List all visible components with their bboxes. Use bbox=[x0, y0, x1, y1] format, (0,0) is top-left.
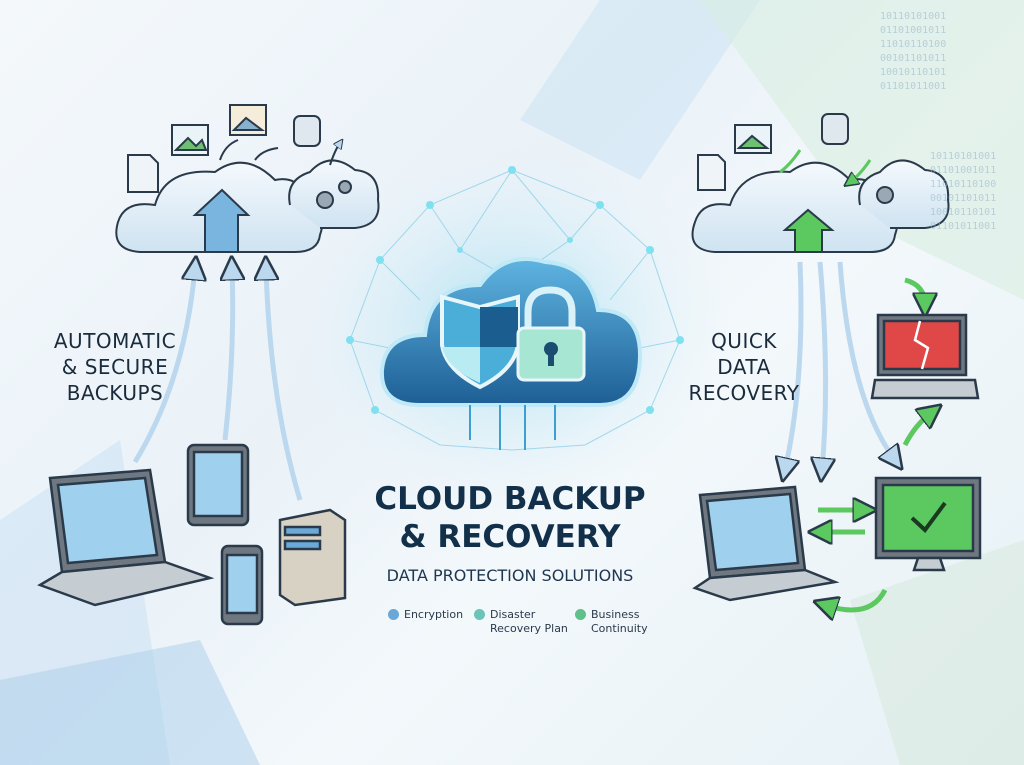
backup-label-line: & SECURE bbox=[61, 355, 169, 379]
binary-pattern: 10110101001 01101001011 11010110100 0010… bbox=[880, 11, 947, 92]
gear-icon bbox=[876, 186, 894, 204]
recovery-label-line: QUICK bbox=[711, 329, 777, 353]
healthy-monitor-icon bbox=[874, 476, 982, 572]
check-circle-icon bbox=[474, 609, 485, 620]
recovery-label: QUICK DATA RECOVERY bbox=[684, 328, 804, 406]
recovery-label-line: DATA bbox=[717, 355, 771, 379]
upload-arrows bbox=[132, 268, 303, 501]
right-devices bbox=[692, 313, 982, 602]
restore-arrows bbox=[785, 261, 932, 610]
check-circle-icon bbox=[388, 609, 399, 620]
main-title: CLOUD BACKUP & RECOVERY bbox=[360, 480, 660, 556]
gear-icon bbox=[316, 191, 334, 209]
network-nodes bbox=[346, 166, 684, 414]
binary-pattern: 10110101001 01101001011 11010110100 0010… bbox=[930, 151, 997, 232]
broken-monitor-icon bbox=[870, 313, 980, 400]
database-icon bbox=[293, 115, 321, 147]
backup-label-line: BACKUPS bbox=[66, 381, 164, 405]
recovery-label-line: RECOVERY bbox=[688, 381, 800, 405]
image-icon bbox=[734, 124, 772, 154]
server-icon bbox=[278, 508, 347, 607]
subtitle: DATA PROTECTION SOLUTIONS bbox=[386, 566, 634, 585]
backup-label-line: AUTOMATIC bbox=[53, 329, 177, 353]
image-icon bbox=[171, 124, 209, 156]
title-line: CLOUD BACKUP bbox=[374, 481, 646, 517]
phone-icon bbox=[220, 544, 264, 626]
laptop-icon bbox=[692, 485, 840, 602]
feature-text: Continuity bbox=[591, 622, 648, 635]
document-icon bbox=[127, 154, 159, 193]
title-line: & RECOVERY bbox=[399, 519, 621, 555]
shield-icon bbox=[440, 294, 520, 390]
backup-cloud bbox=[115, 104, 380, 253]
feature-text: Recovery Plan bbox=[490, 622, 568, 635]
database-icon bbox=[821, 113, 849, 145]
backup-label: AUTOMATIC & SECURE BACKUPS bbox=[40, 328, 190, 406]
feature-text: Encryption bbox=[404, 608, 464, 621]
laptop-icon bbox=[37, 468, 215, 607]
feature-text: Disaster bbox=[490, 608, 536, 621]
center-security-cloud bbox=[379, 256, 643, 450]
recovery-cloud bbox=[691, 113, 950, 253]
lock-icon bbox=[516, 286, 586, 382]
tablet-icon bbox=[186, 443, 250, 527]
gear-icon bbox=[338, 180, 352, 194]
circuit-lines bbox=[469, 405, 556, 450]
image-icon bbox=[229, 104, 267, 136]
check-circle-icon bbox=[575, 609, 586, 620]
left-devices bbox=[37, 443, 347, 626]
document-icon bbox=[697, 154, 726, 191]
checkmark-icon bbox=[910, 501, 947, 533]
feature-encryption: Encryption bbox=[388, 608, 463, 622]
feature-text: Business bbox=[591, 608, 640, 621]
